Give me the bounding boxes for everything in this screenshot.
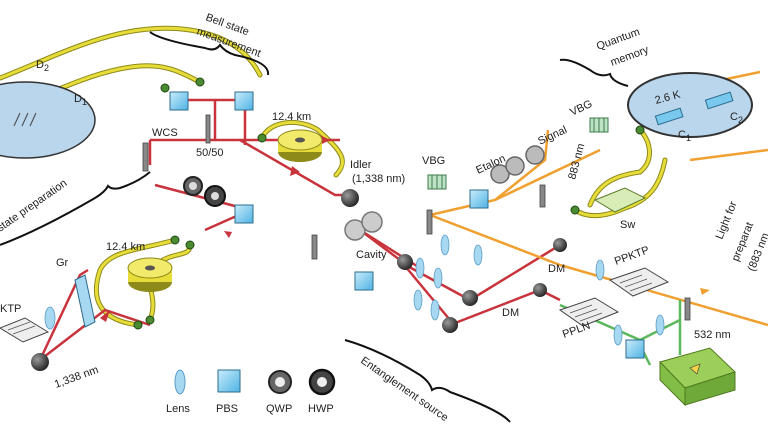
steering-balls <box>31 189 567 371</box>
label-idler-2: (1,338 nm) <box>352 173 405 185</box>
pbs-ent-top <box>469 189 489 209</box>
pbs-left <box>234 204 254 224</box>
label-light-1: Light for <box>714 199 740 241</box>
label-fiber-top: 12.4 km <box>272 111 311 123</box>
labels: Bell state measurement Quantum memory st… <box>0 12 768 425</box>
fiber-links <box>0 25 668 328</box>
section-braces <box>0 31 629 423</box>
legend-label-hwp: HWP <box>308 403 334 415</box>
label-ppktp-left: KTP <box>0 303 21 315</box>
svg-text:D2: D2 <box>36 59 49 73</box>
pbs-ent-left <box>354 271 374 291</box>
label-d2-sub: 2 <box>44 63 49 73</box>
quantum-memory <box>627 72 753 138</box>
label-dm-lower: DM <box>502 307 519 319</box>
label-883: 883 nm <box>566 142 587 181</box>
vbg-idler <box>427 174 447 190</box>
label-532: 532 nm <box>694 329 731 341</box>
beam-883 <box>429 70 768 327</box>
fiber-spool-top-icon <box>277 129 323 162</box>
legend-item-pbs: PBS <box>216 369 241 415</box>
label-ppln: PPLN <box>561 320 592 341</box>
grating-gr <box>74 274 96 328</box>
label-c2-sub: 2 <box>738 115 743 125</box>
label-fiber-left: 12.4 km <box>106 241 145 253</box>
label-cavity: Cavity <box>356 249 387 261</box>
pbs-icon <box>217 369 241 393</box>
label-d1: D <box>74 93 82 105</box>
lens-icon <box>174 369 186 395</box>
crystal-ppktp-left <box>0 317 50 343</box>
pbs-cubes <box>169 91 645 359</box>
vbg-signal <box>589 117 609 133</box>
label-idler-1: Idler <box>350 159 372 171</box>
waveplates <box>183 145 545 241</box>
label-5050: 50/50 <box>196 147 224 159</box>
label-state-prep: state preparation <box>0 177 69 234</box>
fiber-spool-left-icon <box>127 257 173 292</box>
beam-arrows-orange <box>700 288 710 295</box>
beam-arrows-red <box>100 135 330 322</box>
fiber-couplers <box>133 77 645 330</box>
label-sw: Sw <box>620 219 635 231</box>
label-vbg-idler: VBG <box>422 155 445 167</box>
crystal-ppln <box>558 297 620 327</box>
legend-label-lens: Lens <box>166 403 190 415</box>
pbs-pump <box>625 339 645 359</box>
crystal-ppktp-right <box>608 267 670 297</box>
label-quantum-2: memory <box>609 44 651 69</box>
label-signal: Signal <box>536 124 569 148</box>
detector-platform <box>0 81 96 159</box>
label-vbg-signal: VBG <box>568 98 594 119</box>
legend: Lens PBS QWP HWP <box>166 368 336 415</box>
label-ppktp-right: PPKTP <box>613 244 651 268</box>
svg-text:D1: D1 <box>74 93 87 107</box>
switch-sw <box>593 187 647 213</box>
legend-label-qwp: QWP <box>266 403 292 415</box>
label-c2: C <box>730 111 738 123</box>
pbs-bell-left <box>169 91 189 111</box>
laser-532 <box>659 347 736 407</box>
legend-label-pbs: PBS <box>216 403 238 415</box>
label-d2: D <box>36 59 44 71</box>
label-c1: C <box>678 129 686 141</box>
pbs-bell-right <box>234 91 254 111</box>
legend-item-lens: Lens <box>166 369 190 415</box>
mirrors <box>142 114 691 321</box>
svg-text:C1: C1 <box>678 129 691 143</box>
label-1338: 1,338 nm <box>53 364 100 391</box>
label-dm-upper: DM <box>548 263 565 275</box>
label-gr: Gr <box>56 257 69 269</box>
legend-item-hwp: HWP <box>308 368 336 415</box>
label-c1-sub: 1 <box>686 133 691 143</box>
legend-item-qwp: QWP <box>266 370 292 415</box>
svg-text:C2: C2 <box>730 111 743 125</box>
lenses <box>44 234 665 346</box>
label-wcs: WCS <box>152 127 178 139</box>
label-d1-sub: 1 <box>82 97 87 107</box>
